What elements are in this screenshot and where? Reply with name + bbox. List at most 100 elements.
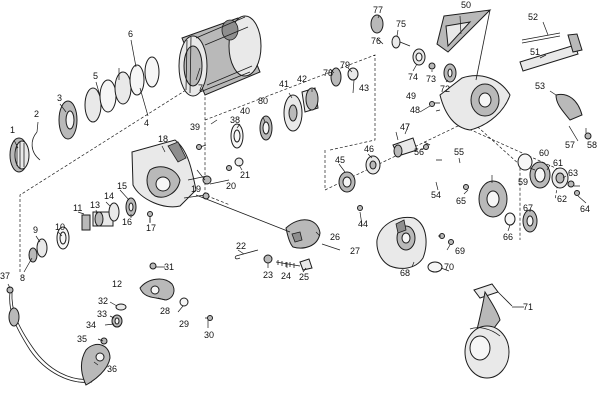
callout-9: 9 (33, 225, 38, 235)
callout-46: 46 (364, 144, 374, 154)
callout-74: 74 (408, 72, 418, 82)
callout-37: 37 (0, 271, 10, 281)
callout-24: 24 (281, 271, 291, 281)
callout-78: 78 (323, 68, 333, 78)
bail-wire (6, 286, 111, 386)
callout-43: 43 (359, 83, 369, 93)
callout-72: 72 (440, 84, 450, 94)
callout-6: 6 (128, 29, 133, 39)
callout-2: 2 (34, 109, 39, 119)
callout-62: 62 (557, 194, 567, 204)
callout-80: 80 (258, 96, 268, 106)
callout-13: 13 (90, 200, 100, 210)
callout-73: 73 (426, 74, 436, 84)
callout-5: 5 (93, 71, 98, 81)
drag-washer-stack (58, 56, 160, 140)
callout-41: 41 (279, 79, 289, 89)
rotor-assembly-frame (204, 54, 376, 151)
callout-22: 22 (236, 241, 246, 251)
callout-56: 56 (414, 147, 424, 157)
callout-76: 76 (371, 36, 381, 46)
rotor-link-line (195, 194, 291, 233)
line-roller-group (234, 249, 313, 271)
callout-17: 17 (146, 223, 156, 233)
callout-39: 39 (190, 122, 200, 132)
callout-4: 4 (144, 118, 149, 128)
rotor-nut-group (370, 14, 457, 83)
body-cover (376, 216, 454, 273)
callout-26: 26 (330, 232, 340, 242)
anti-reverse-group (519, 32, 592, 140)
callout-61: 61 (553, 158, 563, 168)
callout-70: 70 (444, 262, 454, 272)
callout-14: 14 (104, 191, 114, 201)
callout-31: 31 (164, 262, 174, 272)
callout-48: 48 (410, 105, 420, 115)
callout-19: 19 (191, 184, 201, 194)
body-side-plate (423, 75, 511, 161)
callout-60: 60 (539, 148, 549, 158)
callout-35: 35 (77, 334, 87, 344)
callout-1: 1 (10, 125, 15, 135)
callout-64: 64 (580, 204, 590, 214)
callout-labels: 1 2 3 4 5 6 7 8 9 10 11 12 13 14 15 16 1… (0, 0, 597, 374)
callout-15: 15 (117, 181, 127, 191)
drag-knob (9, 137, 30, 173)
callout-55: 55 (454, 147, 464, 157)
callout-20: 20 (226, 181, 236, 191)
callout-66: 66 (503, 232, 513, 242)
spool-assembly-frame (19, 77, 231, 272)
callout-50: 50 (461, 0, 471, 10)
callout-29: 29 (179, 319, 189, 329)
callout-27: 27 (350, 246, 360, 256)
callout-45: 45 (335, 155, 345, 165)
callout-42: 42 (297, 74, 307, 84)
callout-75: 75 (396, 19, 406, 29)
callout-68: 68 (400, 268, 410, 278)
callout-7: 7 (198, 83, 203, 93)
callout-47: 47 (400, 122, 410, 132)
callout-57: 57 (565, 140, 575, 150)
reel-body (131, 139, 244, 208)
pinion-gear-group (338, 137, 418, 211)
callout-59: 59 (518, 177, 528, 187)
callout-51: 51 (530, 47, 540, 57)
callout-77: 77 (373, 5, 383, 15)
callout-12: 12 (112, 279, 122, 289)
callout-3: 3 (57, 93, 62, 103)
drive-gear (463, 153, 580, 233)
callout-34: 34 (86, 320, 96, 330)
callout-49: 49 (406, 91, 416, 101)
callout-21: 21 (240, 170, 250, 180)
callout-33: 33 (97, 309, 107, 319)
callout-71: 71 (523, 302, 533, 312)
callout-8: 8 (20, 273, 25, 283)
callout-23: 23 (263, 270, 273, 280)
callout-32: 32 (98, 296, 108, 306)
bail-trip-group (111, 262, 213, 328)
callout-16: 16 (122, 217, 132, 227)
callout-30: 30 (204, 330, 214, 340)
callout-40: 40 (240, 106, 250, 116)
callout-58: 58 (587, 140, 597, 150)
rotor-hub-group (196, 67, 359, 150)
callout-53: 53 (535, 81, 545, 91)
callout-52: 52 (528, 12, 538, 22)
callout-65: 65 (456, 196, 466, 206)
callout-36: 36 (107, 364, 117, 374)
callout-79: 79 (340, 60, 350, 70)
drag-clip (31, 131, 41, 161)
body-assembly-frame (324, 124, 561, 201)
callout-10: 10 (55, 222, 65, 232)
handle (464, 283, 513, 379)
callout-18: 18 (158, 134, 168, 144)
callout-63: 63 (568, 168, 578, 178)
callout-54: 54 (431, 190, 441, 200)
callout-38: 38 (230, 115, 240, 125)
callout-11: 11 (73, 203, 82, 213)
spool (178, 15, 262, 97)
callout-28: 28 (160, 306, 170, 316)
callout-67: 67 (523, 203, 533, 213)
